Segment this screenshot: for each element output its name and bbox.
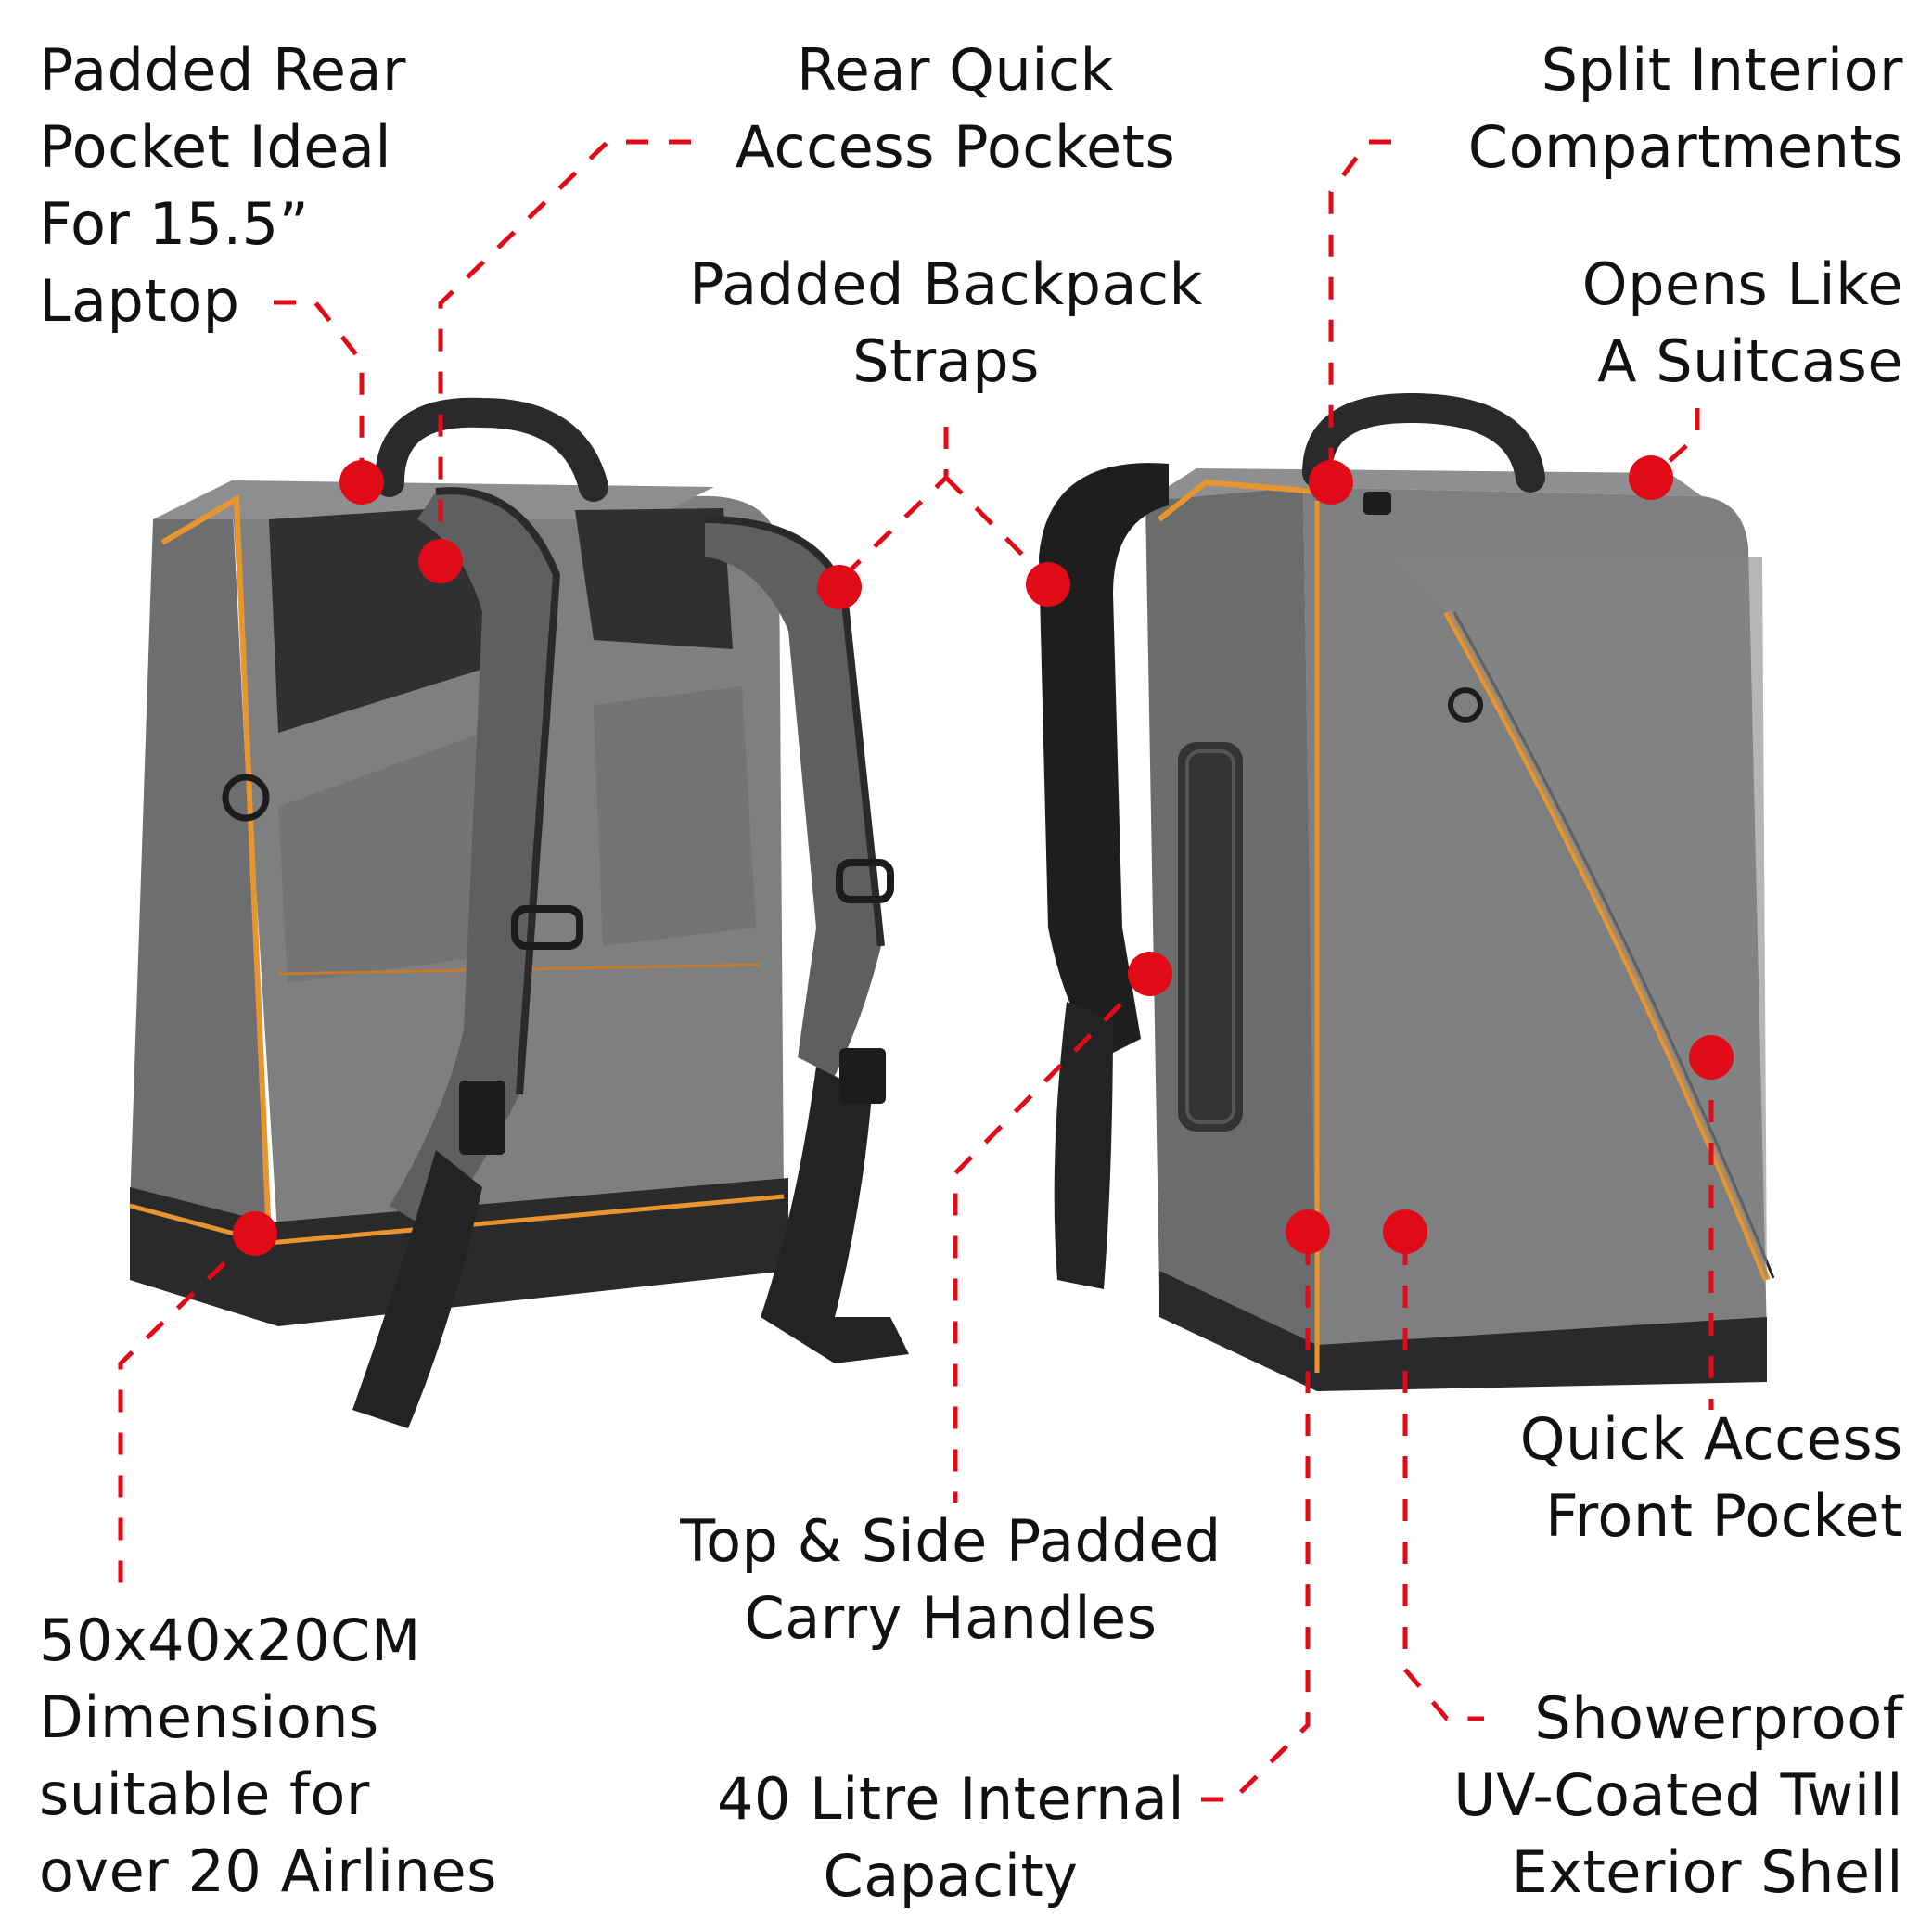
label-line: UV-Coated Twill xyxy=(1453,1761,1903,1829)
callout-dot-capacity xyxy=(1286,1209,1330,1254)
label-line: Top & Side Padded xyxy=(680,1507,1222,1575)
rear-view-backpack xyxy=(129,397,909,1428)
callout-dot-straps-right xyxy=(1026,562,1070,607)
label-carry-handles: Top & Side Padded Carry Handles xyxy=(649,1503,1252,1657)
callout-dot-front-pocket xyxy=(1689,1035,1734,1080)
label-line: 40 Litre Internal xyxy=(716,1765,1185,1833)
label-padded-rear-pocket: Padded Rear Pocket Ideal For 15.5” Lapto… xyxy=(39,32,406,339)
label-quick-access-front: Quick Access Front Pocket xyxy=(1520,1401,1903,1555)
callout-dot-rear-pocket xyxy=(339,460,384,505)
label-line: Exterior Shell xyxy=(1511,1838,1903,1906)
label-line: suitable for xyxy=(39,1760,370,1828)
label-padded-straps: Padded Backpack Straps xyxy=(663,246,1229,400)
label-line: Rear Quick xyxy=(797,36,1114,104)
label-line: Carry Handles xyxy=(744,1584,1158,1652)
label-line: Padded Rear xyxy=(39,36,406,104)
label-line: over 20 Airlines xyxy=(39,1837,497,1905)
callout-dot-dimensions xyxy=(233,1211,277,1256)
front-view-backpack xyxy=(1039,392,1775,1391)
label-line: Dimensions xyxy=(39,1683,379,1751)
callout-leader-lines xyxy=(118,139,1714,1802)
label-line: Showerproof xyxy=(1534,1684,1903,1752)
label-line: Access Pockets xyxy=(735,113,1176,181)
label-opens-like-suitcase: Opens Like A Suitcase xyxy=(1582,246,1903,400)
label-line: 50x40x20CM xyxy=(39,1606,421,1674)
callout-dot-split-interior xyxy=(1309,460,1353,505)
label-line: Split Interior xyxy=(1541,36,1903,104)
label-line: Capacity xyxy=(823,1842,1079,1910)
label-dimensions: 50x40x20CM Dimensions suitable for over … xyxy=(39,1602,497,1910)
callout-dot-carry-handles xyxy=(1128,952,1172,996)
label-line: Pocket Ideal xyxy=(39,113,392,181)
label-line: For 15.5” xyxy=(39,190,310,258)
label-line: A Suitcase xyxy=(1597,327,1903,395)
label-line: Compartments xyxy=(1467,113,1903,181)
callout-dot-straps-left xyxy=(817,565,862,609)
label-split-interior: Split Interior Compartments xyxy=(1468,32,1903,186)
label-line: Laptop xyxy=(39,267,240,335)
label-line: Front Pocket xyxy=(1545,1482,1903,1550)
label-capacity: 40 Litre Internal Capacity xyxy=(691,1760,1210,1914)
label-line: Opens Like xyxy=(1581,250,1903,318)
callout-dot-opens-like-suitcase xyxy=(1629,455,1673,500)
label-rear-quick-access: Rear Quick Access Pockets xyxy=(705,32,1206,186)
label-line: Straps xyxy=(852,327,1040,395)
label-line: Padded Backpack xyxy=(689,250,1203,318)
label-line: Quick Access xyxy=(1519,1405,1903,1473)
callout-dot-rear-quick-access xyxy=(418,539,463,583)
label-showerproof: Showerproof UV-Coated Twill Exterior She… xyxy=(1453,1680,1903,1911)
callout-dot-showerproof xyxy=(1383,1209,1427,1254)
callout-dots xyxy=(233,455,1734,1256)
